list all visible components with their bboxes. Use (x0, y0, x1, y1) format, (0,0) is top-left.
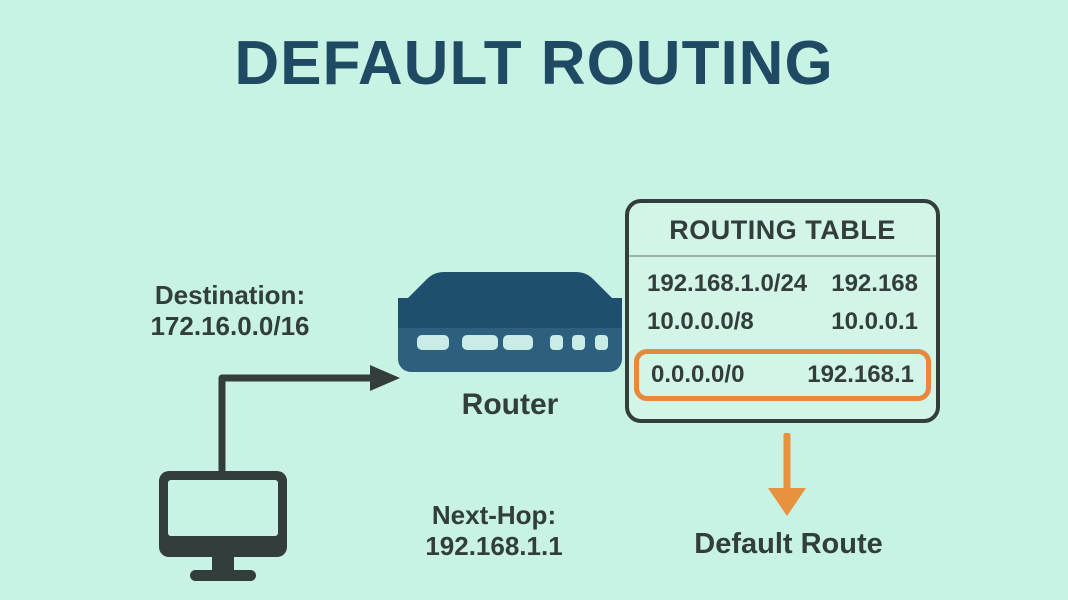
routing-table-row: 192.168.1.0/24 192.168 (633, 270, 932, 298)
route-destination-cell: 0.0.0.0/0 (651, 361, 745, 388)
routing-table-row: 10.0.0.0/8 10.0.0.1 (633, 308, 932, 336)
routing-table-row: 0.0.0.0/0 192.168.1 (639, 361, 926, 389)
page-title: DEFAULT ROUTING (234, 29, 834, 98)
router-label: Router (461, 388, 559, 421)
default-route-label: Default Route (694, 528, 883, 560)
destination-label: Destination: 172.16.0.0/16 (90, 280, 370, 342)
routing-table-title: ROUTING TABLE (669, 215, 896, 245)
route-next-hop-cell: 10.0.0.1 (831, 308, 918, 335)
next-hop-label-line2: 192.168.1.1 (425, 531, 563, 561)
orange-down-arrow-icon (768, 433, 806, 516)
default-route-highlight-box: 0.0.0.0/0 192.168.1 (634, 349, 931, 401)
next-hop-label: Next-Hop: 192.168.1.1 (354, 500, 634, 562)
routing-table-rows: 192.168.1.0/24 192.168 10.0.0.0/8 10.0.0… (629, 270, 936, 401)
route-destination-cell: 10.0.0.0/8 (647, 308, 754, 335)
route-destination-cell: 192.168.1.0/24 (647, 270, 808, 297)
elbow-arrow-icon (218, 365, 400, 474)
routing-table: ROUTING TABLE 192.168.1.0/24 192.168 10.… (625, 199, 940, 423)
router-device-icon (398, 272, 622, 372)
route-next-hop-cell: 192.168 (831, 270, 918, 297)
computer-monitor-icon (159, 471, 287, 581)
routing-table-divider (629, 255, 936, 257)
route-next-hop-cell: 192.168.1 (807, 361, 914, 388)
destination-label-line1: Destination: (154, 280, 306, 310)
destination-label-line2: 172.16.0.0/16 (150, 311, 310, 341)
next-hop-label-line1: Next-Hop: (431, 500, 557, 530)
